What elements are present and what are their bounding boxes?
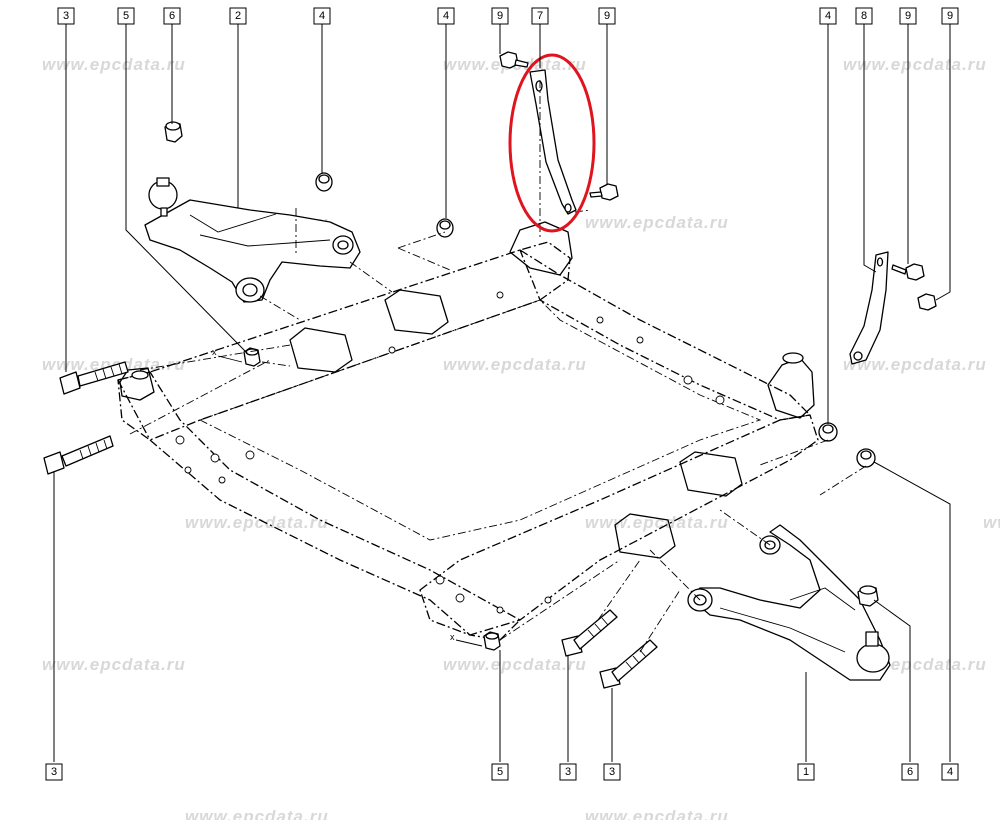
svg-text:4: 4	[825, 10, 831, 22]
watermark: www.epcdata.ru	[443, 355, 587, 374]
bushing	[856, 448, 876, 468]
svg-text:1: 1	[803, 766, 809, 778]
callout: 9	[598, 7, 616, 25]
svg-text:5: 5	[497, 766, 503, 778]
svg-text:9: 9	[604, 10, 610, 22]
ball-joint-left	[148, 177, 178, 217]
bolt	[599, 639, 658, 689]
screw	[891, 263, 925, 281]
bushing	[315, 172, 333, 192]
svg-text:7: 7	[537, 10, 543, 22]
callout: 3	[57, 7, 75, 25]
watermark: www.epcdata.ru	[42, 655, 186, 674]
lower-control-arm-left	[144, 199, 361, 303]
callouts-bottom: 3 5 3 3 1 6 4	[45, 763, 959, 781]
callouts-top: 3 5 6 2 4 4 9 7 9 4 8 9 9	[57, 7, 959, 25]
screw	[589, 183, 619, 201]
axis-marker-top: x	[212, 347, 243, 363]
watermark: www.epcdata.ru	[443, 655, 587, 674]
nut-right	[857, 585, 879, 607]
watermark: www.epcdata.ru	[42, 355, 186, 374]
watermark: www.epcdata.ru	[585, 807, 729, 820]
callout: 5	[117, 7, 135, 25]
svg-text:3: 3	[609, 766, 615, 778]
callout: 9	[941, 7, 959, 25]
leader-lines	[53, 24, 951, 762]
svg-text:9: 9	[947, 10, 953, 22]
watermark: www.epcdata.ru	[585, 513, 729, 532]
subframe	[117, 221, 819, 641]
bushing	[436, 218, 454, 238]
callout: 7	[531, 7, 549, 25]
watermark: www.epcdata.ru	[185, 513, 329, 532]
watermark: www.epcdata.ru	[843, 55, 987, 74]
nut-left	[164, 121, 183, 143]
bushing	[818, 422, 838, 442]
screw	[499, 51, 529, 69]
svg-text:3: 3	[51, 766, 57, 778]
svg-text:2: 2	[235, 10, 241, 22]
callout: 6	[901, 763, 919, 781]
svg-text:4: 4	[443, 10, 449, 22]
nut	[483, 631, 501, 651]
bolt	[59, 361, 129, 395]
callout: 9	[491, 7, 509, 25]
callout: 5	[491, 763, 509, 781]
svg-text:3: 3	[63, 10, 69, 22]
tie-plate-7	[529, 69, 577, 215]
watermark-layer: www.epcdata.ru www.epcdata.ru www.epcdat…	[42, 55, 1000, 820]
callout: 8	[855, 7, 873, 25]
watermark: www.epcdata.ru	[585, 213, 729, 232]
callout: 4	[941, 763, 959, 781]
svg-text:6: 6	[907, 766, 913, 778]
callout: 2	[229, 7, 247, 25]
svg-text:9: 9	[497, 10, 503, 22]
axis-label: x	[450, 632, 455, 642]
callout: 3	[603, 763, 621, 781]
watermark: www.epcdata.ru	[42, 55, 186, 74]
svg-text:5: 5	[123, 10, 129, 22]
callout: 4	[313, 7, 331, 25]
watermark: www.epcdata.ru	[843, 355, 987, 374]
highlight-ellipse	[508, 53, 596, 233]
callout: 1	[797, 763, 815, 781]
axis-label: x	[212, 347, 217, 357]
callout: 6	[163, 7, 181, 25]
assembly-guides	[129, 80, 867, 653]
svg-text:3: 3	[565, 766, 571, 778]
lower-control-arm-right	[687, 524, 891, 681]
axis-marker-bottom: x	[450, 632, 483, 647]
bolt	[43, 435, 114, 475]
callout: 4	[819, 7, 837, 25]
callout: 9	[899, 7, 917, 25]
callout: 3	[559, 763, 577, 781]
subframe-holes	[175, 291, 725, 614]
svg-text:9: 9	[905, 10, 911, 22]
svg-text:8: 8	[861, 10, 867, 22]
svg-text:4: 4	[947, 766, 953, 778]
screw	[917, 293, 937, 311]
tie-plate-8	[849, 251, 889, 365]
svg-text:4: 4	[319, 10, 325, 22]
watermark: www.epcdata.ru	[983, 513, 1000, 532]
ball-joint-right	[856, 631, 890, 673]
watermark: www.epcdata.ru	[185, 807, 329, 820]
nut	[243, 347, 261, 367]
bolt	[561, 609, 618, 657]
svg-text:6: 6	[169, 10, 175, 22]
callout: 3	[45, 763, 63, 781]
callout: 4	[437, 7, 455, 25]
